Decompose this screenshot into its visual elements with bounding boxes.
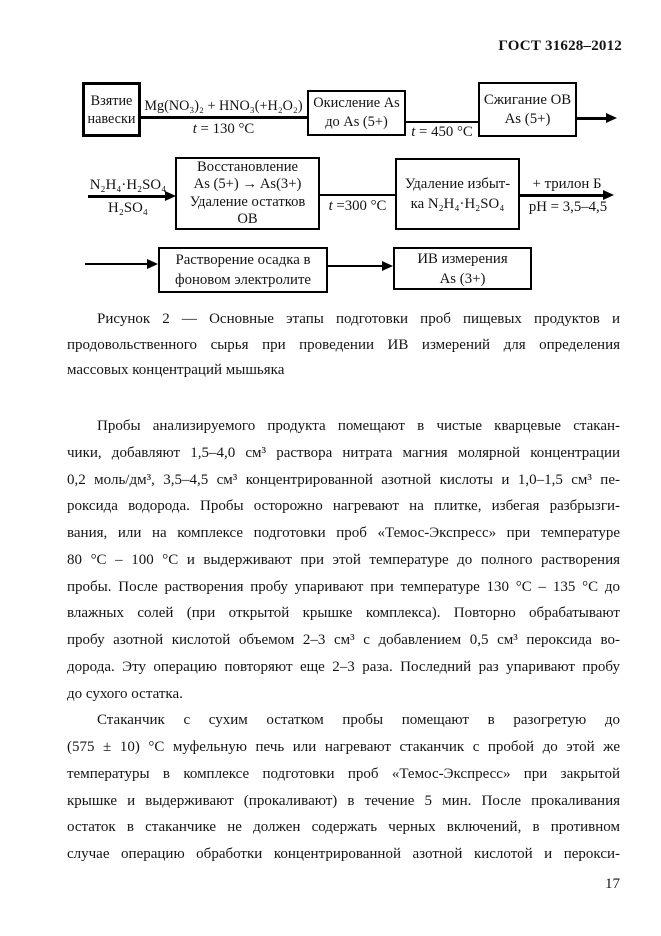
flow-label-temp1: t = 130 °C bbox=[192, 121, 255, 137]
body-text-line: Пробы анализируемого продукта помещают в… bbox=[97, 418, 620, 434]
flow-label-temp3: t =300 °C bbox=[328, 198, 387, 214]
connector-line bbox=[85, 263, 149, 265]
body-text: Пробы анализируемого продукта помещают в… bbox=[67, 413, 620, 868]
arrowhead-icon bbox=[147, 259, 158, 269]
body-text-line: Стаканчик с сухим остатком пробы помещаю… bbox=[97, 712, 620, 729]
connector-line bbox=[140, 116, 307, 119]
arrowhead-icon bbox=[382, 261, 393, 271]
connector-line bbox=[88, 195, 167, 198]
connector-line bbox=[320, 194, 395, 196]
body-text-line: 80 °С – 100 °С и выдерживают при этой те… bbox=[67, 551, 620, 568]
flow-label-reagent2-bottom: H₂SO₄ bbox=[108, 200, 148, 216]
flow-box-sampling: Взятие навески bbox=[82, 82, 141, 137]
body-text-line: температуры в комплексе подготовки проб … bbox=[67, 765, 620, 782]
body-text-line: вания, или на комплексе подготовки проб … bbox=[67, 525, 620, 541]
connector-line bbox=[406, 121, 478, 123]
standard-number-header: ГОСТ 31628–2012 bbox=[498, 38, 622, 54]
arrowhead-icon bbox=[165, 191, 176, 201]
flow-box-removal: Удаление избыт- ка N₂H₄·H₂SO₄ bbox=[395, 158, 520, 230]
figure-caption: Рисунок 2 — Основные этапы подготовки пр… bbox=[67, 307, 620, 384]
body-text-line: крышке и выдерживают (прокаливают) в теч… bbox=[67, 792, 620, 809]
flow-box-reduction: Восстановление As (5+) → As(3+) Удаление… bbox=[175, 157, 320, 230]
connector-line bbox=[520, 194, 604, 197]
figure-caption-line: массовых концентраций мышьяка bbox=[67, 362, 285, 378]
flow-label-trilon-top: + трилон Б bbox=[532, 176, 602, 192]
flow-label-temp2: t = 450 °C bbox=[411, 124, 473, 140]
flow-box-dissolution: Растворение осадка в фоновом электролите bbox=[158, 247, 328, 293]
body-text-line: влажных солей (при открытой крышке компл… bbox=[67, 605, 620, 622]
body-text-line: (575 ± 10) °С муфельную печь или нагрева… bbox=[67, 739, 620, 755]
connector-line bbox=[577, 117, 608, 120]
flow-box-burning: Сжигание ОВ As (5+) bbox=[478, 82, 577, 137]
figure-caption-line: продовольственного сырья при проведении … bbox=[67, 336, 620, 353]
body-text-line: остаток в стаканчике не должен содержать… bbox=[67, 819, 620, 836]
body-text-line: 0,2 моль/дм³, 3,5–4,5 см³ концентрирован… bbox=[67, 471, 620, 488]
body-text-line: роксида водорода. Пробы осторожно нагрев… bbox=[67, 498, 620, 515]
body-text-line: дорода. Эту операцию повторяют еще 2–3 р… bbox=[67, 658, 620, 675]
body-text-line: пробы. После растворения пробу упаривают… bbox=[67, 578, 620, 595]
figure-caption-line: Рисунок 2 — Основные этапы подготовки пр… bbox=[97, 311, 620, 327]
flow-label-reagent2-top: N₂H₄·H₂SO₄ bbox=[89, 177, 167, 193]
body-text-line: пробу азотной кислотой объемом 2–3 см³ с… bbox=[67, 632, 620, 648]
flow-box-oxidation: Окисление As до As (5+) bbox=[307, 90, 406, 136]
body-text-line: случае операцию обработки концентрирован… bbox=[67, 846, 620, 862]
body-text-line: чики, добавляют 1,5–4,0 см³ раствора нит… bbox=[67, 444, 620, 461]
page-number: 17 bbox=[605, 876, 620, 892]
connector-line bbox=[328, 265, 384, 267]
arrowhead-icon bbox=[606, 113, 617, 123]
arrowhead-icon bbox=[603, 190, 614, 200]
flow-label-trilon-bottom: рН = 3,5–4,5 bbox=[528, 199, 608, 215]
body-text-line: до сухого остатка. bbox=[67, 685, 183, 702]
flow-label-reagent1: Mg(NO₃)₂ + HNO₃(+H₂O₂) bbox=[144, 98, 303, 114]
flow-box-measurement: ИВ измерения As (3+) bbox=[393, 247, 532, 290]
